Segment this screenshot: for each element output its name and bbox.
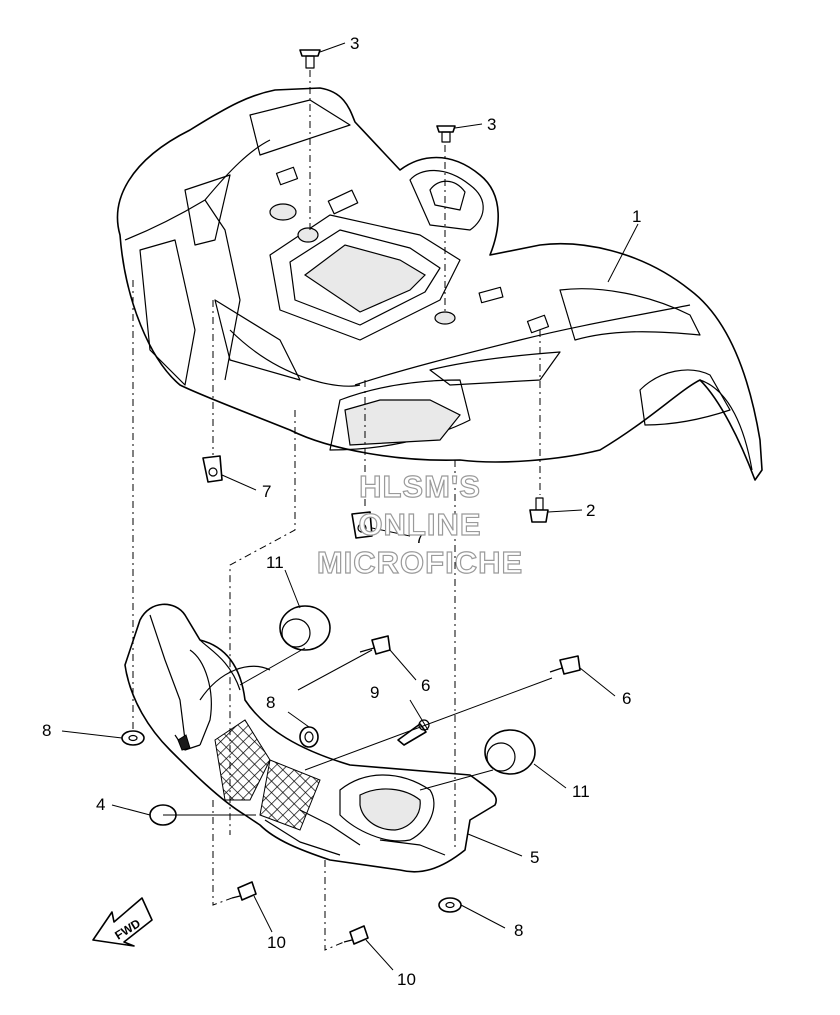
front-fender <box>116 87 763 481</box>
bolt-2 <box>529 497 549 523</box>
clip-7b <box>351 511 373 539</box>
callout-9: 9 <box>370 683 379 702</box>
callout-3b: 3 <box>487 115 496 134</box>
callout-8a: 8 <box>42 721 51 740</box>
callout-10a: 10 <box>267 933 286 952</box>
watermark-line-3: MICROFICHE <box>317 545 523 580</box>
callout-2: 2 <box>586 501 595 520</box>
front-guard <box>124 603 497 873</box>
watermark-line-2: ONLINE <box>358 507 481 542</box>
clip-7a <box>202 455 223 483</box>
alignment-lines <box>132 70 541 951</box>
callout-1: 1 <box>632 207 641 226</box>
washer-8c <box>438 897 462 913</box>
fwd-direction-arrow: FWD <box>92 897 153 947</box>
callout-11a: 11 <box>266 553 284 572</box>
leader-lines <box>61 42 639 971</box>
watermark: HLSM'S ONLINE MICROFICHE <box>316 468 523 580</box>
bolt-6b <box>549 655 581 675</box>
grommet-11b <box>484 729 536 775</box>
callout-8c: 8 <box>514 921 523 940</box>
callout-11b: 11 <box>572 782 590 801</box>
callout-7a: 7 <box>262 482 271 501</box>
grommet-11a <box>279 605 331 651</box>
watermark-line-1: HLSM'S <box>359 469 481 504</box>
screw-3b <box>436 125 456 143</box>
callout-6a: 6 <box>421 676 430 695</box>
screw-3a <box>299 49 321 69</box>
callout-3a: 3 <box>350 34 359 53</box>
washer-8a <box>121 730 145 746</box>
callout-5: 5 <box>530 848 539 867</box>
callout-8b: 8 <box>266 693 275 712</box>
callout-6b: 6 <box>622 689 631 708</box>
callout-labels: 1 2 3 3 4 5 6 6 7 7 8 8 8 9 10 10 11 11 <box>42 34 641 989</box>
bolt-10a <box>231 881 257 901</box>
bolt-6a <box>359 635 391 655</box>
rivet-9 <box>397 719 430 746</box>
callout-10b: 10 <box>397 970 416 989</box>
callout-7b: 7 <box>415 528 424 547</box>
bolt-10b <box>343 925 369 945</box>
callout-4: 4 <box>96 795 105 814</box>
washer-8b <box>299 726 319 748</box>
